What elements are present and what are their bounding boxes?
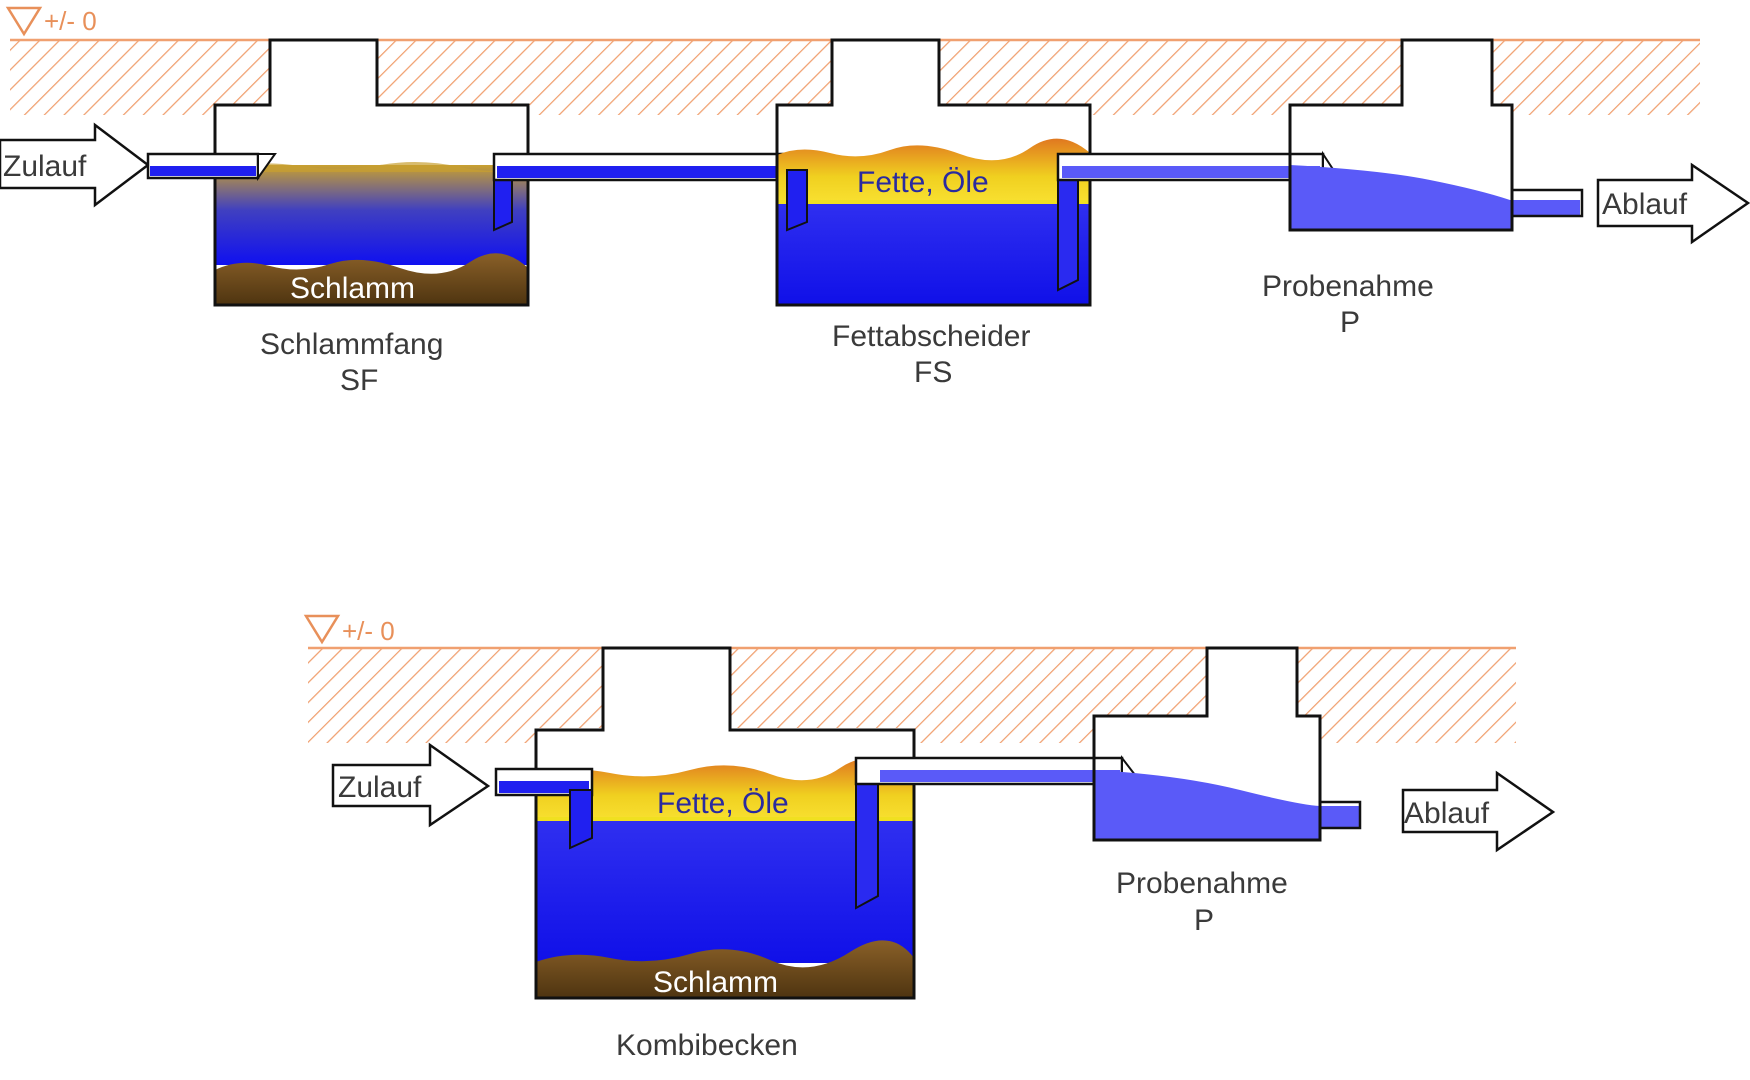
sludge-label: Schlamm bbox=[653, 966, 778, 999]
sampling-shaft-top: Probenahme P bbox=[1262, 38, 1584, 339]
combi-tank-name: Kombibecken bbox=[616, 1029, 798, 1062]
outlet-label: Ablauf bbox=[1404, 797, 1490, 830]
sampling-name: Probenahme bbox=[1116, 867, 1288, 900]
level-triangle-icon bbox=[5, 6, 43, 37]
inlet-label: Zulauf bbox=[3, 150, 87, 183]
outlet-pipe bbox=[1318, 800, 1362, 830]
combi-tank: Fette, Öle Schlamm Kombibecken bbox=[494, 646, 916, 1062]
fat-label: Fette, Öle bbox=[857, 166, 989, 199]
outlet-arrow: Ablauf bbox=[1401, 770, 1556, 853]
sampling-water bbox=[1290, 165, 1580, 230]
level-triangle-icon bbox=[303, 614, 341, 645]
grease-separator-code: FS bbox=[914, 356, 952, 389]
outlet-label: Ablauf bbox=[1602, 188, 1688, 221]
sampling-code: P bbox=[1194, 904, 1214, 937]
inlet-arrow: Zulauf bbox=[0, 122, 151, 208]
grease-separator: Fette, Öle Fettabscheider FS bbox=[775, 38, 1092, 389]
top-diagram: +/- 0 Zulauf Schlamm Schlammfang SF bbox=[0, 6, 1750, 397]
sludge-trap-name: Schlammfang bbox=[260, 328, 443, 361]
sludge-layer bbox=[215, 253, 528, 305]
level-label: +/- 0 bbox=[44, 6, 97, 36]
inlet-arrow: Zulauf bbox=[331, 742, 491, 828]
sludge-trap-code: SF bbox=[340, 364, 378, 397]
sludge-trap: Schlamm Schlammfang SF bbox=[146, 38, 530, 397]
fat-label: Fette, Öle bbox=[657, 787, 789, 820]
sludge-label: Schlamm bbox=[290, 272, 415, 305]
sludge-layer bbox=[536, 940, 914, 998]
grease-separator-name: Fettabscheider bbox=[832, 320, 1030, 353]
sampling-water bbox=[1094, 770, 1360, 840]
level-label: +/- 0 bbox=[342, 616, 395, 646]
bottom-diagram: +/- 0 Zulauf Fette, Öle Schlamm Kombibec… bbox=[303, 614, 1556, 1062]
inlet-label: Zulauf bbox=[338, 771, 422, 804]
outlet-arrow: Ablauf bbox=[1596, 162, 1750, 245]
sampling-shaft-bottom: Probenahme P bbox=[1092, 646, 1362, 937]
outlet-pipe bbox=[1510, 188, 1584, 218]
fat-layer bbox=[777, 138, 1090, 202]
sampling-name: Probenahme bbox=[1262, 270, 1434, 303]
sampling-code: P bbox=[1340, 306, 1360, 339]
fat-layer bbox=[536, 758, 914, 820]
